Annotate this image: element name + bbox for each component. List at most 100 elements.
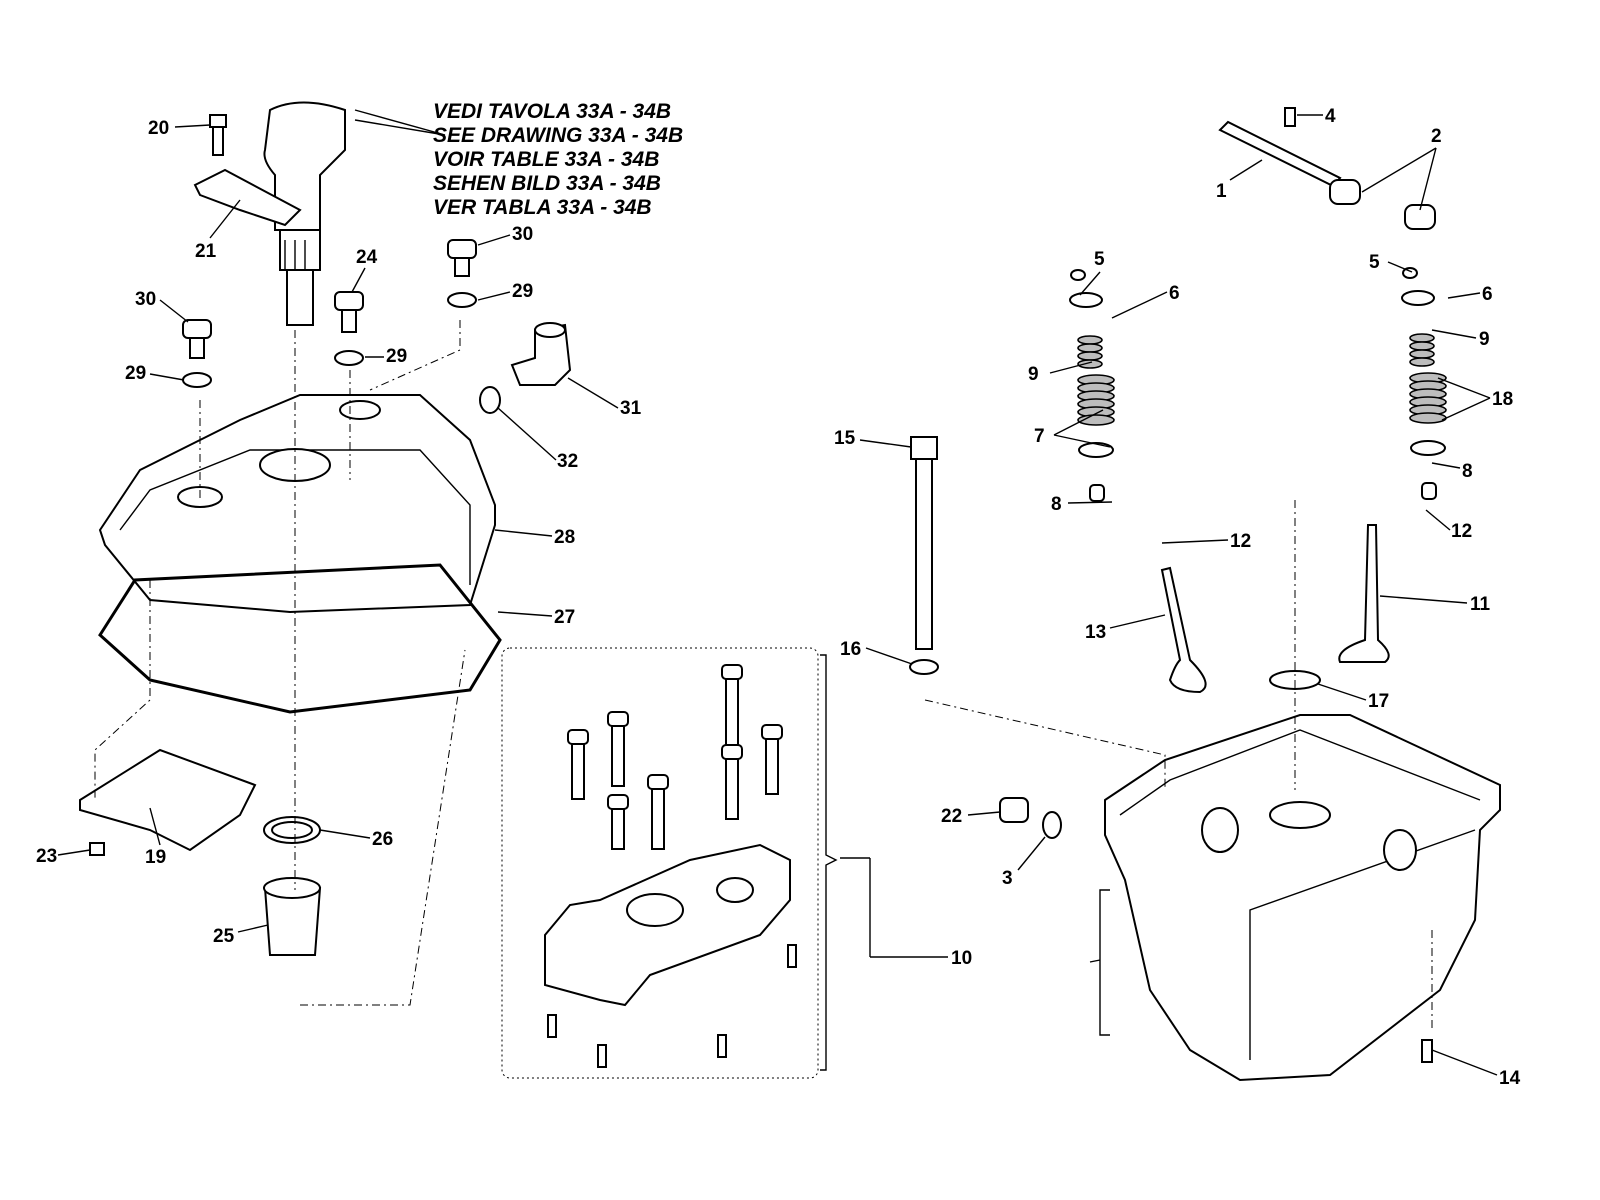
leader-line <box>1079 271 1101 296</box>
callout-29: 29 <box>512 281 533 302</box>
bolt-head <box>567 729 589 745</box>
reference-note-en: SEE DRAWING 33A - 34B <box>433 124 683 147</box>
callout-9: 9 <box>1479 329 1490 350</box>
valve-cap <box>1070 269 1086 281</box>
cover-gasket <box>98 563 502 714</box>
assembly-axes-right <box>924 500 1433 1030</box>
leader-line <box>237 924 269 933</box>
callout-2: 2 <box>1431 126 1442 147</box>
dowel-pin <box>717 1034 727 1058</box>
leader-line <box>319 829 371 839</box>
leader-line <box>1425 509 1451 531</box>
callout-7: 7 <box>1034 426 1045 447</box>
bolt-head <box>721 664 743 680</box>
leader-line <box>1109 614 1166 629</box>
spring-seat <box>1410 440 1446 456</box>
callout-19: 19 <box>145 847 166 868</box>
bolt-head <box>607 794 629 810</box>
callout-1: 1 <box>1216 181 1227 202</box>
callout-27: 27 <box>554 607 575 628</box>
reference-note-de: SEHEN BILD 33A - 34B <box>433 172 661 195</box>
bolt-head <box>761 724 783 740</box>
callout-16: 16 <box>840 639 861 660</box>
leader-line <box>1431 462 1461 469</box>
leader-line <box>477 234 511 246</box>
valve-spring-outer <box>1409 412 1447 424</box>
bolt-shank <box>611 808 625 850</box>
leader-line <box>1049 361 1093 374</box>
callout-13: 13 <box>1085 622 1106 643</box>
exhaust-valve <box>1338 524 1390 663</box>
spring-seat <box>1078 442 1114 458</box>
valve-trains <box>1069 267 1447 694</box>
callout-leaders <box>57 114 1498 1076</box>
valve-spring-inner <box>1409 349 1435 359</box>
callout-5: 5 <box>1369 252 1380 273</box>
leader-line <box>174 124 211 128</box>
assembly-axes <box>94 320 466 1006</box>
valve-spring-inner <box>1077 335 1103 345</box>
leader-line <box>1053 409 1104 436</box>
callout-25: 25 <box>213 926 235 947</box>
leader-line <box>1387 261 1413 273</box>
ignition-coil <box>263 101 346 326</box>
leader-line <box>1161 539 1229 544</box>
callout-8: 8 <box>1462 461 1473 482</box>
bolt-shank <box>765 738 779 795</box>
valve-spring-inner <box>1077 359 1103 369</box>
dowel-pin <box>787 944 797 968</box>
spring-retainer <box>1401 290 1435 306</box>
cylinder-stud <box>909 436 939 675</box>
callout-29: 29 <box>125 363 146 384</box>
leader-line <box>1053 434 1111 448</box>
bracket <box>193 114 302 227</box>
baffle-plate <box>79 748 257 856</box>
valve-spring-inner <box>1409 357 1435 367</box>
leader-line <box>477 291 511 301</box>
valve-spring-inner <box>1077 351 1103 361</box>
callout-20: 20 <box>148 118 169 139</box>
seal-and-sleeve <box>263 816 322 956</box>
callout-4: 4 <box>1325 106 1336 127</box>
leader-line <box>497 611 553 617</box>
callout-21: 21 <box>195 241 217 262</box>
leader-line <box>1067 501 1113 504</box>
leader-line <box>1361 147 1437 193</box>
dowel-pin <box>597 1044 607 1068</box>
valve-spring-inner <box>1409 341 1435 351</box>
bolt-shank <box>725 758 739 820</box>
leader-line <box>1379 595 1468 604</box>
callout-6: 6 <box>1169 283 1180 304</box>
callout-24: 24 <box>356 247 378 268</box>
callout-17: 17 <box>1368 691 1389 712</box>
callout-11: 11 <box>1470 594 1491 615</box>
leader-line <box>494 529 553 537</box>
leader-line <box>1017 836 1046 871</box>
callout-26: 26 <box>372 829 393 850</box>
leader-line <box>351 267 366 293</box>
reference-leader <box>354 109 446 136</box>
leader-line <box>1229 159 1263 181</box>
camshaft-carrier <box>544 664 797 1068</box>
leader-line <box>159 299 189 323</box>
callouts: 20 21 24 30 29 29 30 29 31 32 28 27 26 2… <box>36 106 1521 1089</box>
bolt-head <box>721 744 743 760</box>
leader-line <box>1431 329 1477 339</box>
leader-line <box>1431 1049 1498 1076</box>
leader-line <box>57 849 91 856</box>
valve-cap <box>1402 267 1418 279</box>
callout-14: 14 <box>1499 1068 1521 1089</box>
leader-line <box>149 373 185 381</box>
callout-22: 22 <box>941 806 962 827</box>
leader-line <box>149 807 161 846</box>
leader-line <box>865 647 913 665</box>
valve-spring-inner <box>1077 343 1103 353</box>
callout-32: 32 <box>557 451 578 472</box>
bolt-shank <box>651 788 665 850</box>
callout-12: 12 <box>1230 531 1251 552</box>
reference-note: VEDI TAVOLA 33A - 34B SEE DRAWING 33A - … <box>354 100 683 219</box>
bolt-head <box>647 774 669 790</box>
callout-12: 12 <box>1451 521 1472 542</box>
reference-note-es: VER TABLA 33A - 34B <box>433 196 652 219</box>
